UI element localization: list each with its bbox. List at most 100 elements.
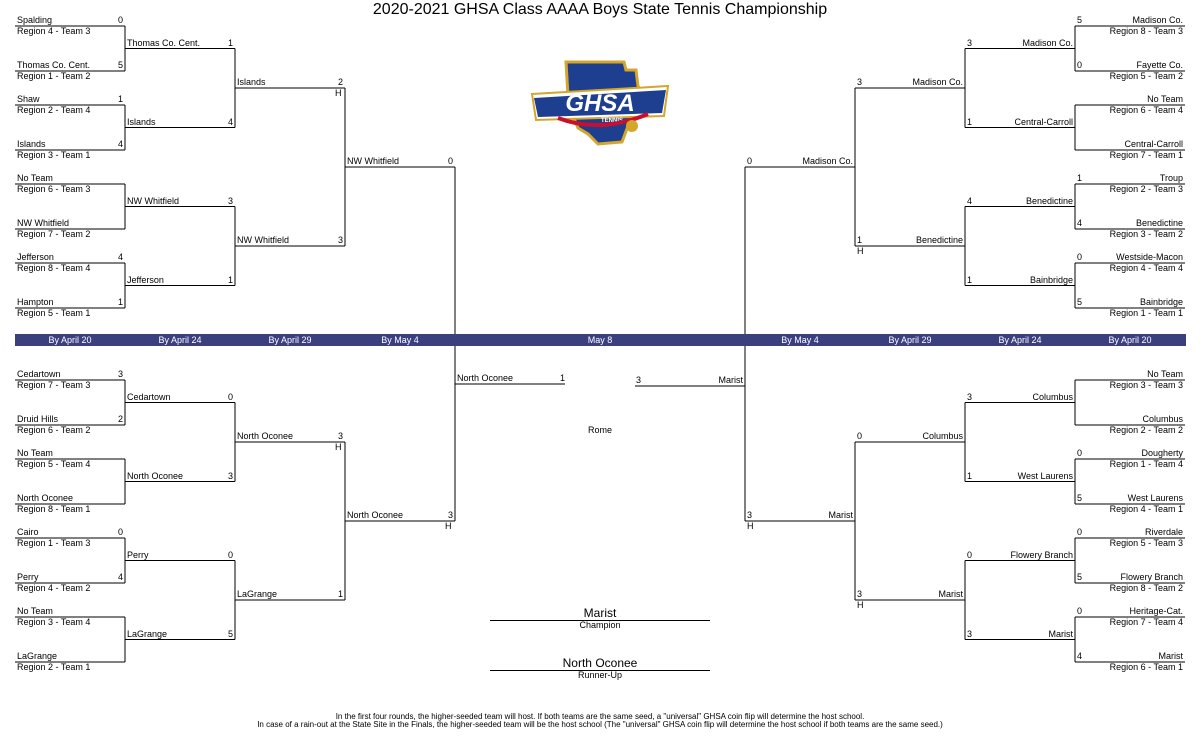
runner-up-name: North Oconee bbox=[562, 656, 638, 670]
team-score: 4 bbox=[1077, 218, 1083, 228]
team-seed: Region 2 - Team 2 bbox=[1109, 425, 1183, 435]
team-score: 3 bbox=[337, 235, 343, 245]
team-name: Jefferson bbox=[127, 274, 164, 285]
team-name: North Oconee bbox=[127, 470, 184, 481]
team-seed: Region 4 - Team 3 bbox=[17, 26, 91, 36]
host-marker: H bbox=[747, 521, 754, 531]
team-name: Islands bbox=[17, 139, 46, 149]
team-score: 4 bbox=[117, 252, 123, 262]
team-name: Hampton bbox=[17, 297, 54, 307]
team-name: Troup bbox=[1159, 173, 1183, 183]
team-seed: Region 2 - Team 3 bbox=[1109, 184, 1183, 194]
tennis-ball-icon bbox=[626, 120, 638, 132]
team-seed: Region 4 - Team 2 bbox=[17, 583, 91, 593]
logo-sub-text: TENNIS bbox=[601, 118, 623, 124]
host-marker: H bbox=[857, 246, 864, 256]
team-score: 5 bbox=[227, 628, 233, 639]
team-score: 1 bbox=[967, 274, 973, 285]
round-date-right: By April 24 bbox=[998, 335, 1042, 345]
team-name: NW Whitfield bbox=[347, 156, 400, 166]
team-name: Madison Co. bbox=[802, 156, 853, 166]
team-score: 3 bbox=[967, 37, 973, 48]
team-name: No Team bbox=[1147, 94, 1183, 104]
team-score: 5 bbox=[1077, 297, 1083, 307]
team-name: North Oconee bbox=[17, 493, 74, 503]
team-seed: Region 6 - Team 4 bbox=[1109, 105, 1183, 115]
team-score: 0 bbox=[227, 391, 233, 402]
host-rule-note: In the first four rounds, the higher-see… bbox=[335, 712, 865, 721]
team-score: 3 bbox=[117, 369, 123, 379]
round-date-right: By May 4 bbox=[781, 335, 819, 345]
team-name: West Laurens bbox=[1017, 470, 1073, 481]
ghsa-tennis-logo: GHSA TENNIS bbox=[528, 56, 672, 146]
team-name: Marist bbox=[938, 589, 964, 599]
team-name: Westside-Macon bbox=[1116, 252, 1183, 262]
team-name: Perry bbox=[17, 572, 39, 582]
team-name: Fayette Co. bbox=[1136, 60, 1183, 70]
team-score: 3 bbox=[967, 391, 973, 402]
team-seed: Region 3 - Team 4 bbox=[17, 617, 91, 627]
round-date-left: By April 24 bbox=[158, 335, 202, 345]
team-seed: Region 4 - Team 4 bbox=[1109, 263, 1183, 273]
team-name: Benedictine bbox=[1135, 218, 1183, 228]
team-seed: Region 6 - Team 3 bbox=[17, 184, 91, 194]
team-name: Dougherty bbox=[1141, 448, 1183, 458]
team-name: Bainbridge bbox=[1029, 274, 1073, 285]
ghsa-logo-icon: GHSA TENNIS bbox=[530, 60, 670, 146]
team-name: Druid Hills bbox=[17, 414, 59, 424]
team-name: Perry bbox=[127, 549, 149, 560]
team-name: Bainbridge bbox=[1139, 297, 1183, 307]
team-seed: Region 7 - Team 3 bbox=[17, 380, 91, 390]
team-seed: Region 2 - Team 1 bbox=[17, 662, 91, 672]
team-name: Marist bbox=[1048, 628, 1074, 639]
team-score: 3 bbox=[447, 510, 453, 520]
team-name: Marist bbox=[828, 510, 854, 520]
team-name: Thomas Co. Cent. bbox=[127, 37, 201, 48]
team-seed: Region 3 - Team 1 bbox=[17, 150, 91, 160]
team-score: 1 bbox=[227, 274, 233, 285]
round-date-left: By April 29 bbox=[268, 335, 312, 345]
rain-out-note: In case of a rain-out at the State Site … bbox=[257, 720, 943, 729]
team-score: 0 bbox=[117, 527, 123, 537]
team-score: 3 bbox=[747, 510, 753, 520]
team-score: 4 bbox=[1077, 651, 1083, 661]
champion-name: Marist bbox=[583, 606, 617, 620]
runner-up-line bbox=[490, 670, 710, 671]
team-name: LaGrange bbox=[237, 589, 278, 599]
team-name: NW Whitfield bbox=[127, 195, 180, 206]
team-score: 4 bbox=[117, 139, 123, 149]
team-name: Flowery Branch bbox=[1010, 549, 1073, 560]
team-score: 0 bbox=[857, 431, 863, 441]
host-marker: H bbox=[335, 442, 342, 452]
team-name: No Team bbox=[1147, 369, 1183, 379]
team-score: 2 bbox=[117, 414, 123, 424]
team-score: 3 bbox=[857, 77, 863, 87]
team-score: 0 bbox=[117, 15, 123, 25]
team-score: 4 bbox=[117, 572, 123, 582]
team-score: 0 bbox=[747, 156, 753, 166]
team-name: Benedictine bbox=[915, 235, 963, 245]
runner-up-label: Runner-Up bbox=[577, 670, 623, 680]
team-score: 1 bbox=[1077, 173, 1083, 183]
team-name: NW Whitfield bbox=[237, 235, 290, 245]
team-score: 3 bbox=[967, 628, 973, 639]
team-score: 0 bbox=[1077, 252, 1083, 262]
team-name: Columbus bbox=[1142, 414, 1183, 424]
team-name: Central-Carroll bbox=[1124, 139, 1183, 149]
round-date-right: By April 29 bbox=[888, 335, 932, 345]
round-date-left: By May 4 bbox=[381, 335, 419, 345]
champion-line bbox=[490, 620, 710, 621]
team-name: Cedartown bbox=[17, 369, 61, 379]
logo-main-text: GHSA bbox=[565, 90, 634, 117]
team-score: 4 bbox=[227, 116, 233, 127]
team-score: 5 bbox=[1077, 572, 1083, 582]
team-score: 0 bbox=[447, 156, 453, 166]
team-score: 1 bbox=[337, 589, 343, 599]
team-name: NW Whitfield bbox=[17, 218, 70, 228]
team-name: No Team bbox=[17, 173, 53, 183]
finalist-name: North Oconee bbox=[457, 373, 514, 383]
host-marker: H bbox=[335, 88, 342, 98]
team-score: 5 bbox=[1077, 15, 1083, 25]
team-score: 3 bbox=[227, 470, 233, 481]
